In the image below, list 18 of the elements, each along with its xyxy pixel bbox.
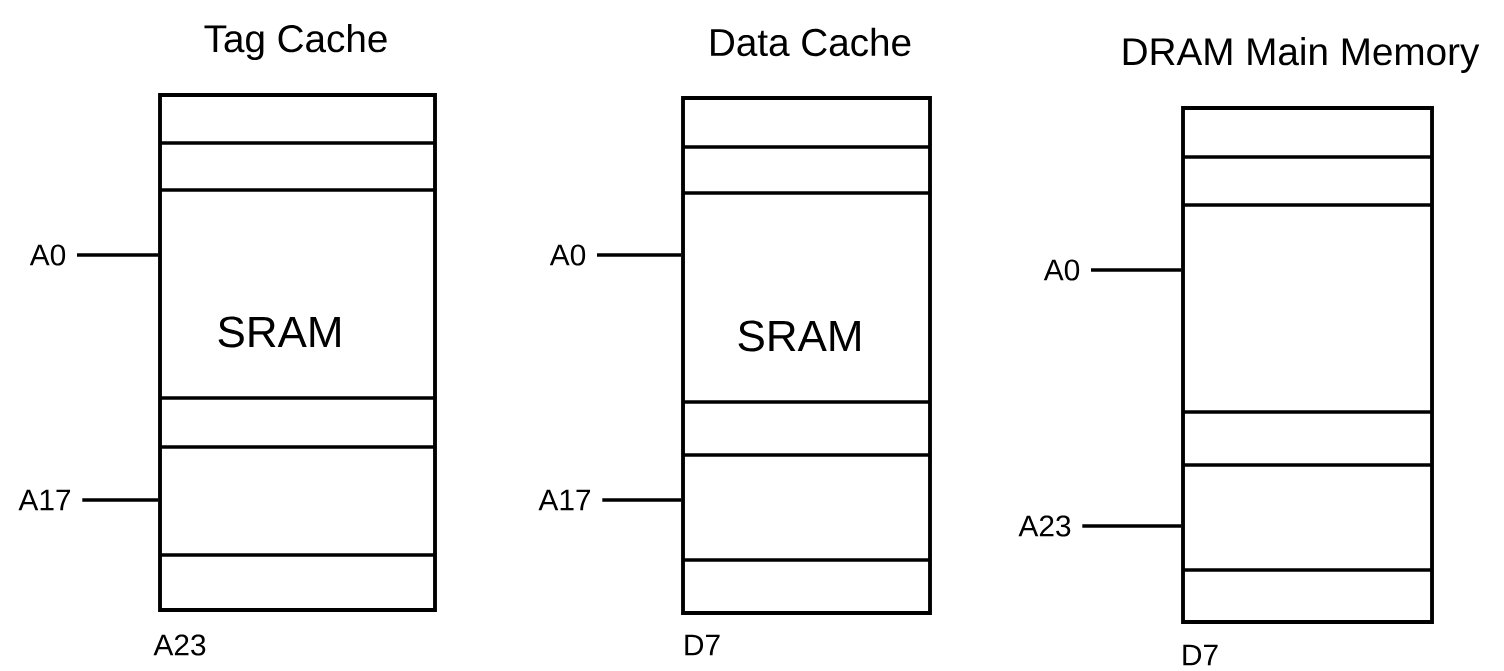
pin-label: A0 [1043,259,1080,281]
pin-line [1082,524,1182,528]
pin-line [597,253,682,257]
pin-line [1091,268,1182,272]
memory-box: DRAM Main Memory [1123,36,1480,624]
pin-label: A0 [549,244,586,266]
pin-label: D7 [1183,644,1218,666]
pin-label: A23 [153,634,206,656]
memory-box: Tag Cache SRAM [158,23,437,612]
pin-line [602,498,682,502]
pin-label: D7 [685,634,720,656]
pin-label: A17 [538,489,591,511]
pin-line [77,253,159,257]
memory-box: Data Cache SRAM [681,27,932,615]
pin-label: A23 [1018,515,1071,537]
pin-line [82,498,159,502]
pin-label: A17 [18,489,71,511]
pin-label: A0 [29,244,66,266]
